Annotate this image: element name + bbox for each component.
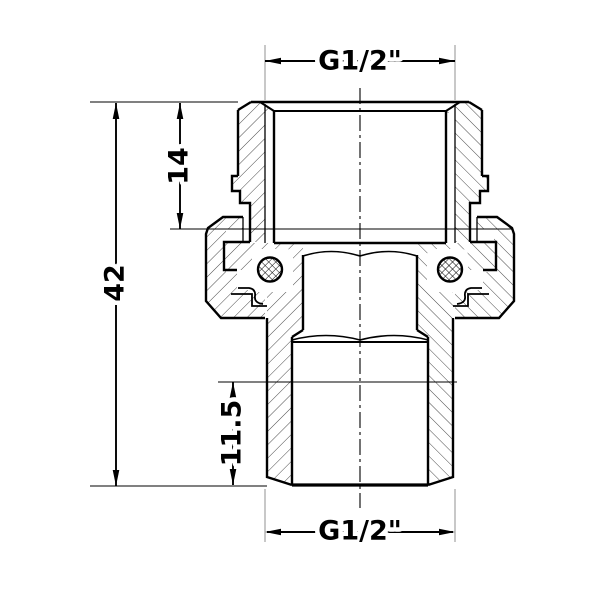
dim-label-overall-height: 42 bbox=[100, 264, 131, 302]
flange-edges bbox=[222, 240, 498, 272]
collar-right bbox=[468, 174, 490, 242]
dim-label-upper-section: 14 bbox=[164, 147, 195, 185]
dim-label-thread-top: G1/2" bbox=[318, 46, 402, 77]
bore-walls bbox=[290, 337, 430, 485]
tailpiece-section bbox=[267, 253, 453, 485]
o-ring-right bbox=[436, 256, 464, 283]
dimension-arrowheads bbox=[112, 57, 455, 536]
nut-bore-gap-lines bbox=[242, 217, 478, 242]
thin-lines bbox=[90, 101, 513, 487]
collar-left bbox=[230, 174, 252, 242]
union-nut-section bbox=[206, 217, 514, 318]
nut-outline-left bbox=[204, 215, 265, 320]
nut-lip-steps bbox=[231, 293, 489, 307]
dimensions bbox=[115, 60, 455, 533]
male-thread-outer bbox=[265, 318, 455, 487]
tail-column-walls bbox=[291, 255, 429, 339]
dimension-labels: G1/2" G1/2" 42 14 11.5 bbox=[95, 41, 406, 551]
o-ring-left bbox=[256, 256, 284, 283]
dim-label-lower-thread: 11.5 bbox=[217, 400, 248, 467]
hex-side-walls bbox=[236, 110, 484, 176]
groove-lip-curves bbox=[238, 287, 482, 305]
dim-label-thread-bottom: G1/2" bbox=[318, 516, 402, 547]
thread-major-lines bbox=[264, 104, 456, 243]
nut-outline-right bbox=[455, 215, 516, 320]
part-outlines bbox=[204, 100, 516, 487]
top-chamfers bbox=[237, 100, 483, 112]
thread-extension-lines bbox=[264, 45, 456, 542]
